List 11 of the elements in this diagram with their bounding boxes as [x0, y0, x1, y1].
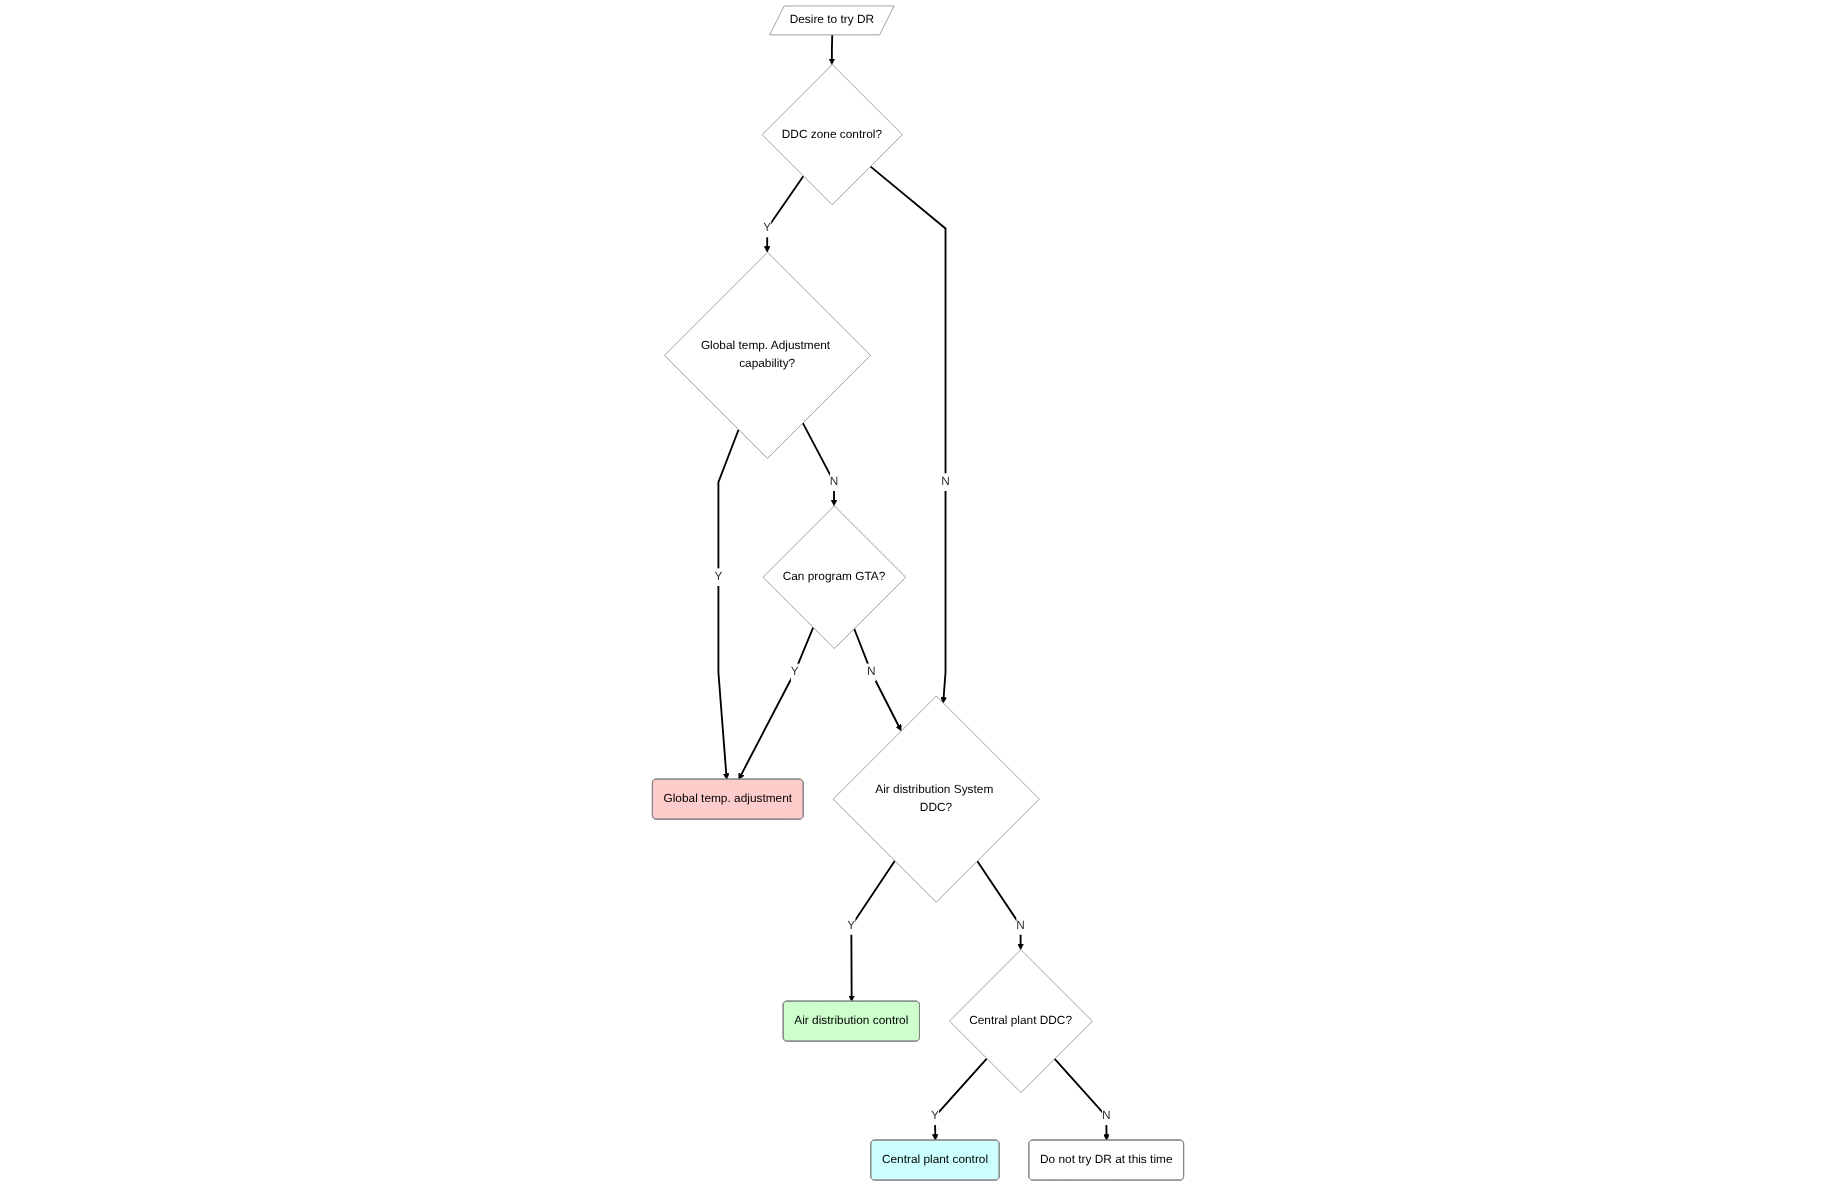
arrow — [1053, 1057, 1110, 1141]
arrow — [717, 428, 740, 780]
arrow — [848, 860, 896, 1002]
arrow — [801, 421, 838, 507]
arrow — [932, 1057, 988, 1141]
arrow — [853, 627, 902, 732]
arrow — [828, 34, 836, 65]
arrow — [738, 626, 815, 780]
arrow — [869, 165, 947, 704]
arrow — [976, 860, 1024, 950]
arrow — [763, 175, 805, 253]
